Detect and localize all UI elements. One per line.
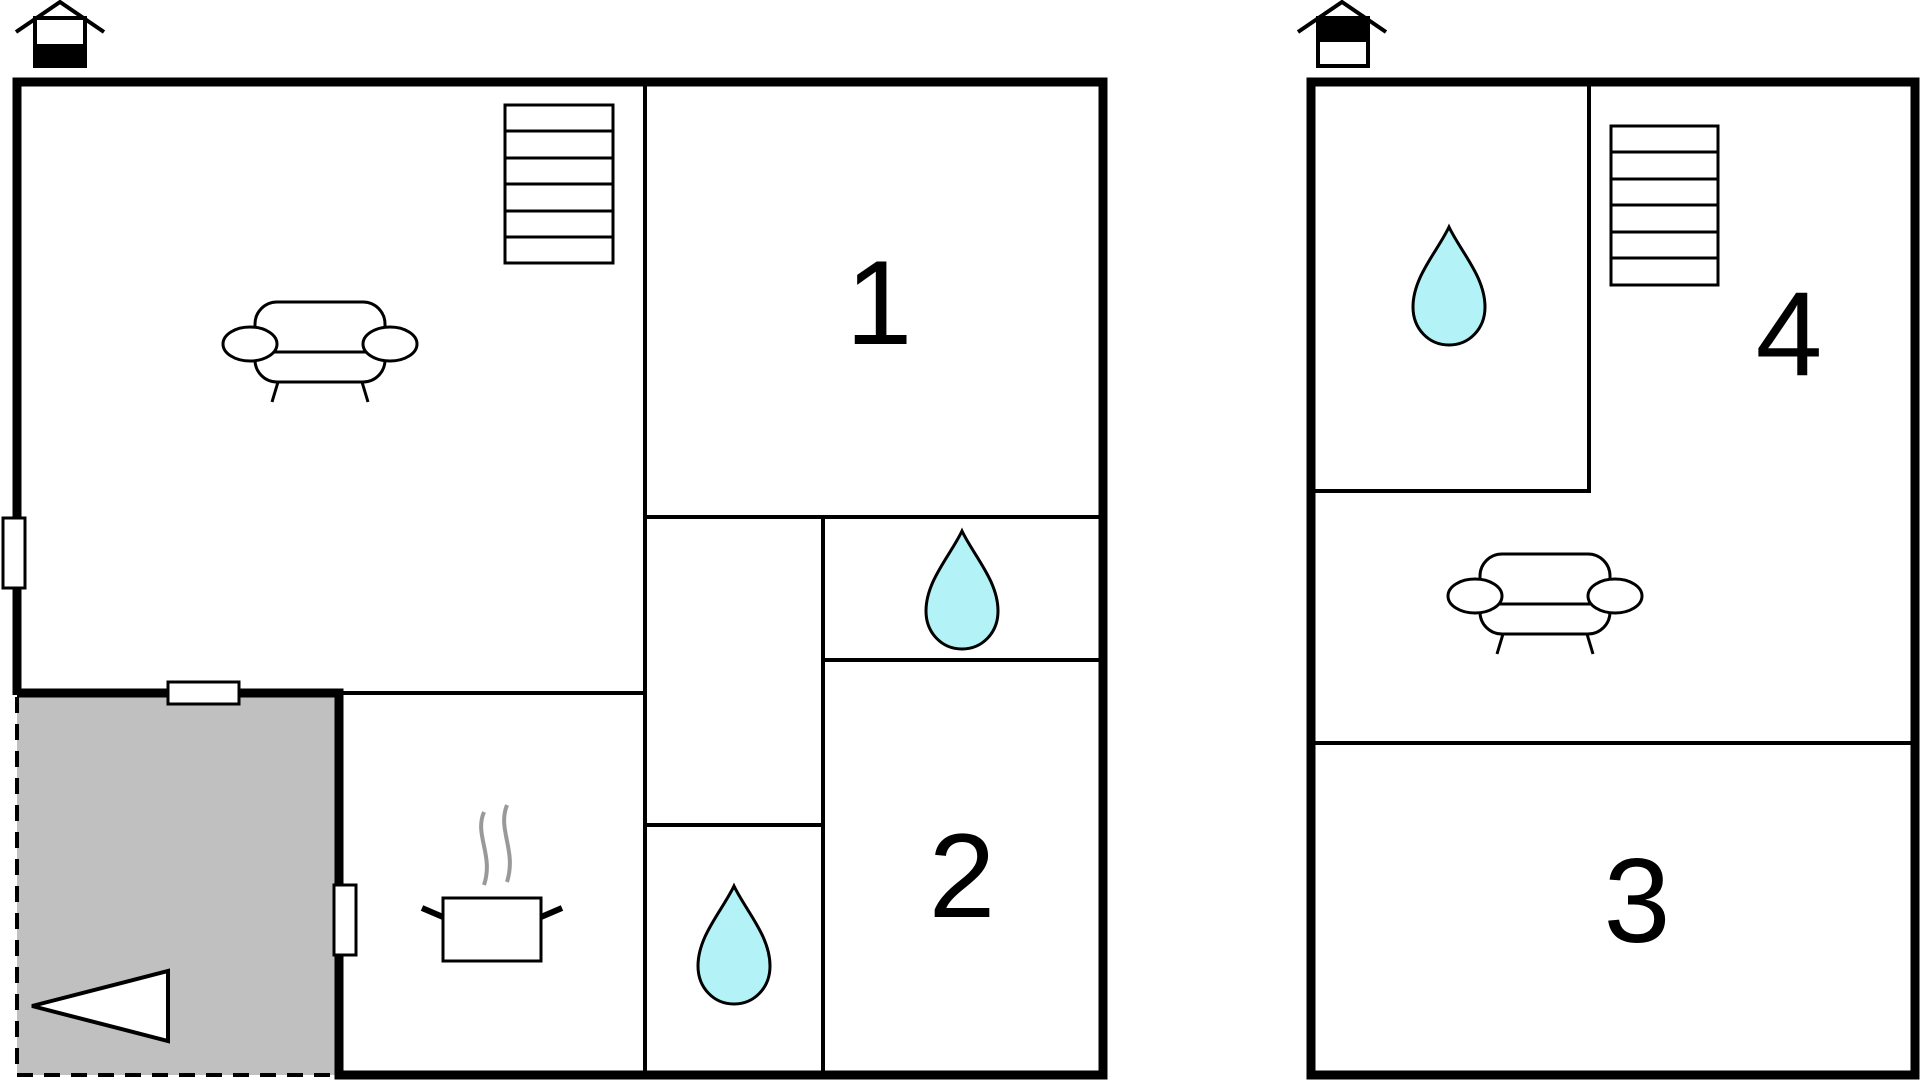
sofa-icon	[221, 300, 419, 404]
water-drop-icon	[924, 529, 1000, 651]
house-level-upper-icon	[1296, 0, 1388, 68]
upper-floor-plan: 4 3	[1296, 0, 1920, 1080]
window	[332, 883, 358, 957]
house-level-ground-icon	[14, 0, 106, 68]
interior-walls	[1315, 84, 1911, 745]
exterior-wall	[1306, 77, 1920, 1080]
terrace	[15, 693, 339, 1077]
entrance-arrow-icon	[31, 968, 170, 1044]
window	[166, 680, 241, 706]
room-number-3: 3	[1604, 834, 1671, 968]
room-number-2: 2	[929, 809, 996, 943]
sofa-icon	[1446, 552, 1644, 656]
stairs-icon	[1609, 124, 1720, 287]
water-drop-icon	[696, 884, 772, 1006]
cooking-pot-icon	[420, 804, 564, 963]
room-number-4: 4	[1756, 267, 1823, 401]
interior-walls	[341, 84, 1099, 1073]
water-drop-icon	[1411, 225, 1487, 347]
stairs-icon	[503, 103, 615, 265]
exterior-wall	[12, 77, 1108, 1080]
room-number-1: 1	[846, 236, 913, 370]
window	[1, 516, 27, 590]
ground-floor-plan: 1 2	[1, 0, 1108, 1080]
